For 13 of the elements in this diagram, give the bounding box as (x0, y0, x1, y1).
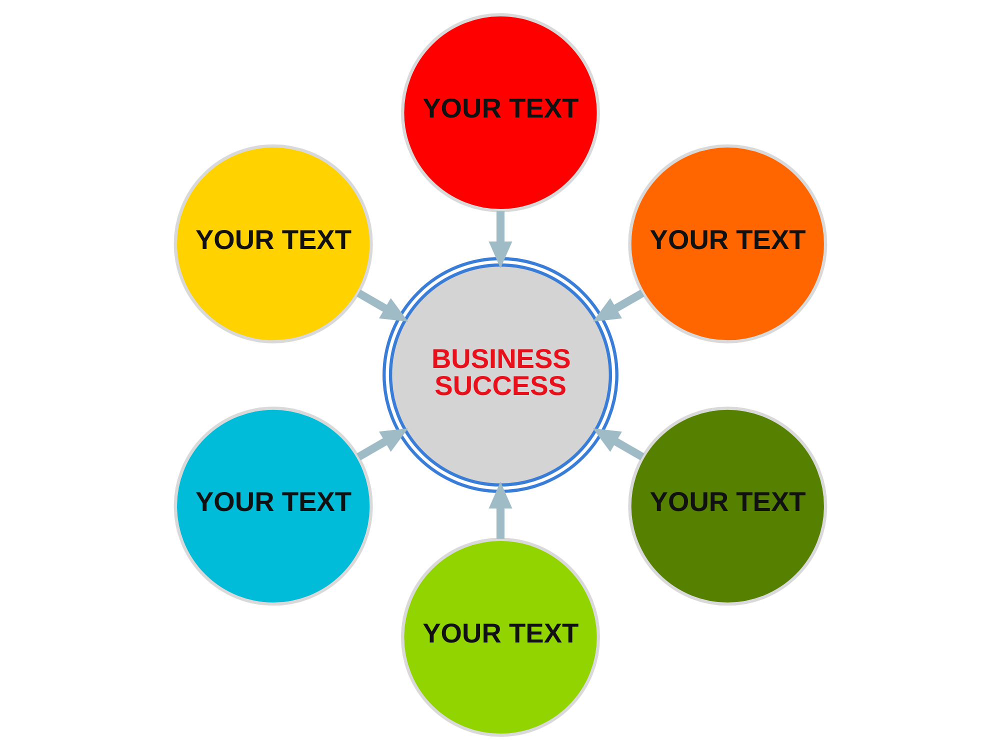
node-circle: YOUR TEXT (628, 144, 827, 344)
arrow (356, 428, 408, 460)
arrow (356, 290, 408, 322)
arrow (592, 290, 644, 322)
node-circle: BUSINESS SUCCESS (382, 257, 618, 493)
node-circle: YOUR TEXT (400, 538, 600, 737)
arrow (488, 211, 512, 268)
node-circle: YOUR TEXT (400, 13, 600, 212)
arrow (488, 482, 512, 539)
node-circle: YOUR TEXT (173, 406, 372, 606)
arrow (592, 428, 644, 460)
node-circle: YOUR TEXT (628, 406, 827, 606)
node-circle: YOUR TEXT (173, 144, 372, 344)
